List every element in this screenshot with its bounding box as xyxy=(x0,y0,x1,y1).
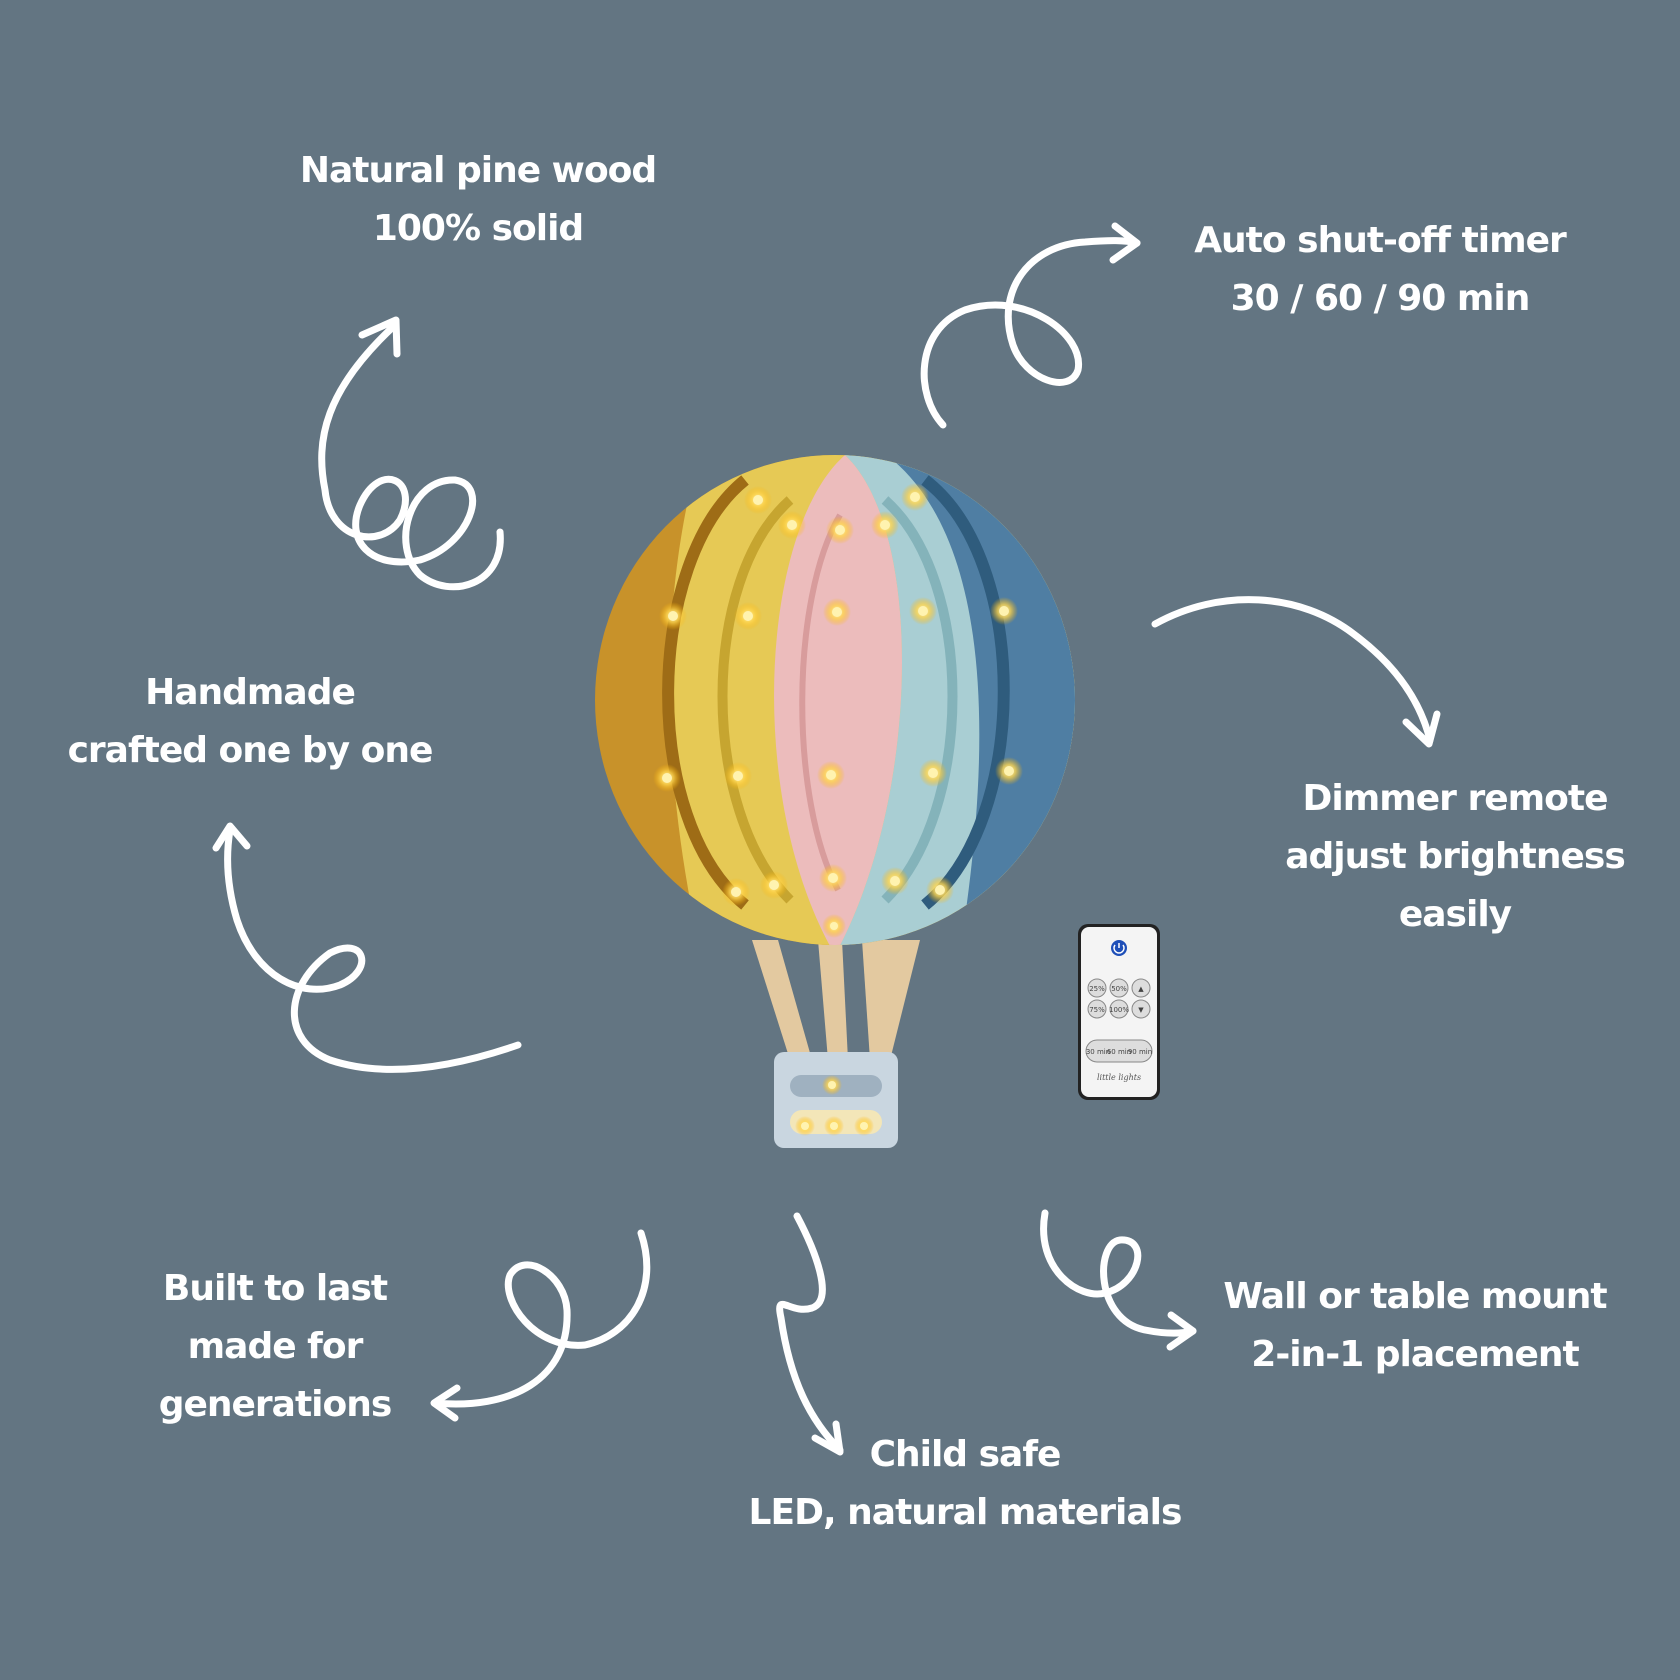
balloon-leds xyxy=(653,483,1023,938)
remote-btn-30min: 30 min xyxy=(1086,1048,1110,1056)
feature-handmade-line2: crafted one by one xyxy=(67,730,434,771)
feature-dimmer-line2: adjust brightness xyxy=(1285,836,1626,877)
lamp-ropes xyxy=(752,940,920,1062)
remote-btn-50: 50% xyxy=(1111,985,1127,993)
remote-btn-75: 75% xyxy=(1089,1006,1105,1014)
remote-dim-buttons: 25% 50% ▲ 75% 100% ▼ xyxy=(1087,978,1151,1019)
remote-btn-60min: 60 min xyxy=(1107,1048,1131,1056)
remote-timer-buttons: 30 min 60 min 90 min xyxy=(1085,1039,1153,1063)
remote-btn-100: 100% xyxy=(1109,1006,1129,1014)
feature-built-line1: Built to last xyxy=(162,1268,388,1309)
arrow-timer xyxy=(920,222,1141,429)
remote-btn-90min: 90 min xyxy=(1128,1048,1152,1056)
feature-child-safe: Child safe LED, natural materials xyxy=(730,1426,1200,1542)
feature-dimmer: Dimmer remote adjust brightness easily xyxy=(1255,770,1655,944)
remote-btn-25: 25% xyxy=(1089,985,1105,993)
feature-built-line3: generations xyxy=(158,1384,393,1425)
feature-dimmer-line1: Dimmer remote xyxy=(1302,778,1609,819)
feature-handmade-line1: Handmade xyxy=(145,672,356,713)
feature-pine-wood-line2: 100% solid xyxy=(372,208,584,249)
feature-child-line2: LED, natural materials xyxy=(748,1492,1183,1533)
arrow-dimmer xyxy=(1151,596,1441,748)
feature-timer-line1: Auto shut-off timer xyxy=(1194,220,1567,261)
feature-child-line1: Child safe xyxy=(869,1434,1062,1475)
remote-control: 25% 50% ▲ 75% 100% ▼ 30 min 60 min 90 mi… xyxy=(1078,924,1160,1100)
feature-built-to-last: Built to last made for generations xyxy=(125,1260,425,1434)
feature-handmade: Handmade crafted one by one xyxy=(40,664,460,780)
feature-pine-wood: Natural pine wood 100% solid xyxy=(278,142,678,258)
feature-built-line2: made for xyxy=(187,1326,364,1367)
arrow-mount xyxy=(1040,1209,1197,1351)
feature-mount-line1: Wall or table mount xyxy=(1223,1276,1607,1317)
feature-pine-wood-line1: Natural pine wood xyxy=(299,150,657,191)
feature-dimmer-line3: easily xyxy=(1398,894,1512,935)
feature-timer-line2: 30 / 60 / 90 min xyxy=(1230,278,1531,319)
remote-btn-down: ▼ xyxy=(1138,1006,1144,1014)
arrow-child xyxy=(776,1212,844,1456)
balloon-lamp xyxy=(595,455,1075,1148)
feature-mount: Wall or table mount 2-in-1 placement xyxy=(1200,1268,1630,1384)
lamp-basket xyxy=(774,1052,898,1148)
arrow-hand xyxy=(212,822,522,1073)
remote-brand-logo: little lights xyxy=(1097,1073,1141,1082)
remote-btn-up: ▲ xyxy=(1138,985,1144,993)
arrow-wood xyxy=(318,316,504,591)
feature-mount-line2: 2-in-1 placement xyxy=(1251,1334,1579,1375)
arrow-built xyxy=(430,1229,651,1422)
feature-timer: Auto shut-off timer 30 / 60 / 90 min xyxy=(1170,212,1590,328)
